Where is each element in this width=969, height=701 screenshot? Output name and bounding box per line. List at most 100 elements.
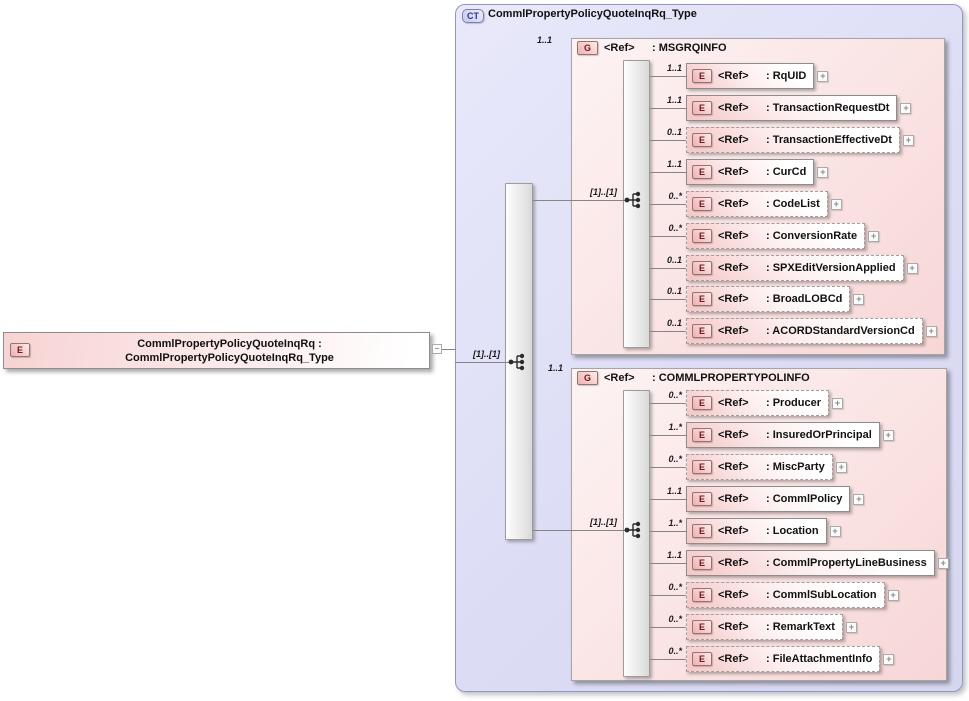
expand-handle-icon[interactable]: + [925,326,937,337]
element-badge: E [692,460,712,474]
cardinality-label: 1..* [668,422,682,432]
cardinality-label: 0..* [668,223,682,233]
collapse-handle-icon[interactable]: − [432,344,442,354]
expand-handle-icon[interactable]: + [830,199,842,210]
expand-handle-icon[interactable]: + [868,231,880,242]
element-badge: E [692,133,712,147]
element-name: : ACORDStandardVersionCd [766,325,915,337]
element-name: : CodeList [766,198,820,210]
expand-handle-icon[interactable]: + [937,558,949,569]
element-name: : CommlPolicy [766,493,843,505]
sequence-occurrence-label: [1]..[1] [590,517,617,527]
ref-label: <Ref> [718,198,749,210]
element-box-fileattachmentinfo[interactable]: E <Ref> : FileAttachmentInfo + [686,646,895,672]
element-name: : CurCd [766,166,807,178]
group-name: : MSGRQINFO [652,42,727,54]
element-box-curcd[interactable]: E <Ref> : CurCd + [686,159,829,185]
expand-handle-icon[interactable]: + [900,103,912,114]
cardinality-label: 0..* [668,191,682,201]
expand-handle-icon[interactable]: + [853,494,865,505]
ref-label: <Ref> [718,166,749,178]
expand-handle-icon[interactable]: + [817,71,829,82]
element-badge: E [692,261,712,275]
element-box-broadlobcd[interactable]: E <Ref> : BroadLOBCd + [686,286,865,312]
element-name: : BroadLOBCd [766,293,843,305]
element-box-location[interactable]: E <Ref> : Location + [686,518,841,544]
cardinality-label: 1..1 [666,159,682,169]
ref-label: <Ref> [718,70,749,82]
element-box-transactionrequestdt[interactable]: E <Ref> : TransactionRequestDt + [686,95,912,121]
cardinality-label: 1..* [668,518,682,528]
ref-label: <Ref> [718,293,749,305]
expand-handle-icon[interactable]: + [832,398,844,409]
ref-label: <Ref> [718,325,749,337]
element-badge: E [692,229,712,243]
group-occurrence-label: 1..1 [536,35,552,45]
expand-handle-icon[interactable]: + [829,526,841,537]
element-name: : MiscParty [766,461,825,473]
element-badge: E [692,428,712,442]
group-header: G <Ref> : MSGRQINFO [577,41,727,55]
cardinality-label: 0..1 [666,318,682,328]
element-box-commlsublocation[interactable]: E <Ref> : CommlSubLocation + [686,582,899,608]
cardinality-label: 0..* [668,582,682,592]
ref-label: <Ref> [718,653,749,665]
group-header: G <Ref> : COMMLPROPERTYPOLINFO [577,371,810,385]
element-name: : SPXEditVersionApplied [766,262,896,274]
expand-handle-icon[interactable]: + [902,135,914,146]
cardinality-label: 0..1 [666,286,682,296]
cardinality-label: 1..1 [666,95,682,105]
element-box-conversionrate[interactable]: E <Ref> : ConversionRate + [686,223,880,249]
element-badge: E [692,588,712,602]
element-box-miscparty[interactable]: E <Ref> : MiscParty + [686,454,847,480]
element-badge: E [692,292,712,306]
element-badge: E [692,197,712,211]
element-name: : CommlSubLocation [766,589,877,601]
ref-label: <Ref> [718,262,749,274]
element-box-producer[interactable]: E <Ref> : Producer + [686,390,844,416]
element-box-remarktext[interactable]: E <Ref> : RemarkText + [686,614,857,640]
element-badge: E [692,652,712,666]
ref-label: <Ref> [718,429,749,441]
group-badge: G [577,41,598,55]
complex-type-badge: CT [462,9,484,23]
element-box-transactioneffectivedt[interactable]: E <Ref> : TransactionEffectiveDt + [686,127,914,153]
ref-label: <Ref> [718,525,749,537]
element-name: : TransactionRequestDt [766,102,890,114]
element-box-commlpropertylinebusiness[interactable]: E <Ref> : CommlPropertyLineBusiness + [686,550,949,576]
element-badge: E [10,343,30,357]
element-box-acordstandardversioncd[interactable]: E <Ref> : ACORDStandardVersionCd + [686,318,937,344]
cardinality-label: 0..1 [666,255,682,265]
expand-handle-icon[interactable]: + [883,654,895,665]
cardinality-label: 0..1 [666,127,682,137]
expand-handle-icon[interactable]: + [835,462,847,473]
element-name: : Location [766,525,819,537]
expand-handle-icon[interactable]: + [882,430,894,441]
element-badge: E [692,165,712,179]
expand-handle-icon[interactable]: + [845,622,857,633]
element-box-commlpolicy[interactable]: E <Ref> : CommlPolicy + [686,486,865,512]
group-name: : COMMLPROPERTYPOLINFO [652,372,810,384]
root-element-box[interactable]: E CommlPropertyPolicyQuoteInqRq : CommlP… [3,332,430,369]
element-box-rquid[interactable]: E <Ref> : RqUID + [686,63,829,89]
element-name: : InsuredOrPrincipal [766,429,872,441]
expand-handle-icon[interactable]: + [906,263,918,274]
element-badge: E [692,524,712,538]
expand-handle-icon[interactable]: + [817,167,829,178]
element-box-codelist[interactable]: E <Ref> : CodeList + [686,191,842,217]
complex-type-title: CommlPropertyPolicyQuoteInqRq_Type [488,8,697,20]
sequence-occurrence-label: [1]..[1] [590,187,617,197]
sequence-occurrence-label: [1]..[1] [473,349,500,359]
element-name: : CommlPropertyLineBusiness [766,557,927,569]
ref-label: <Ref> [718,134,749,146]
expand-handle-icon[interactable]: + [853,294,865,305]
element-badge: E [692,396,712,410]
element-name: : Producer [766,397,822,409]
element-badge: E [692,101,712,115]
cardinality-label: 0..* [668,454,682,464]
element-box-insuredorprincipal[interactable]: E <Ref> : InsuredOrPrincipal + [686,422,894,448]
ref-label: <Ref> [718,557,749,569]
expand-handle-icon[interactable]: + [887,590,899,601]
group-ref-label: <Ref> [604,372,635,384]
element-box-spxeditversionapplied[interactable]: E <Ref> : SPXEditVersionApplied + [686,255,918,281]
